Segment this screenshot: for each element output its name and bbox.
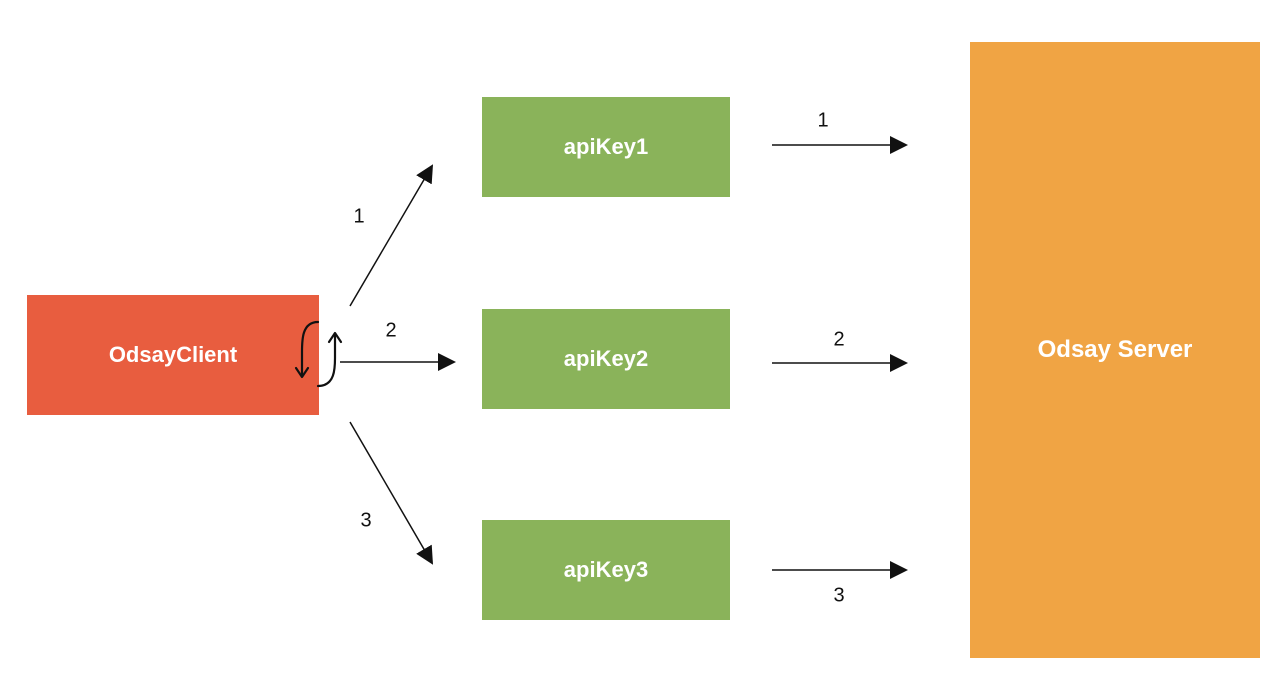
edge-label-client-key2: 2 (385, 319, 397, 342)
edge-label-client-key1: 1 (353, 205, 365, 228)
edge-label-client-key3: 3 (360, 509, 372, 532)
odsay-client-label: OdsayClient (108, 342, 238, 367)
arrow-client-to-key3 (349, 421, 434, 565)
api-key3-label: apiKey3 (563, 557, 649, 582)
odsay-server-node: Odsay Server (970, 42, 1260, 658)
api-key1-label: apiKey1 (563, 134, 649, 159)
edge-label-key2-server: 2 (833, 328, 845, 351)
odsay-server-label: Odsay Server (1037, 336, 1193, 363)
cycle-arrows-icon (294, 320, 343, 388)
odsay-client-node: OdsayClient (27, 295, 319, 415)
api-key2-node: apiKey2 (482, 309, 730, 409)
edge-label-key3-server: 3 (833, 584, 845, 607)
edge-label-key1-server: 1 (817, 109, 829, 132)
arrow-client-to-key1 (349, 164, 434, 307)
api-key3-node: apiKey3 (482, 520, 730, 620)
api-key1-node: apiKey1 (482, 97, 730, 197)
api-key2-label: apiKey2 (563, 346, 649, 371)
